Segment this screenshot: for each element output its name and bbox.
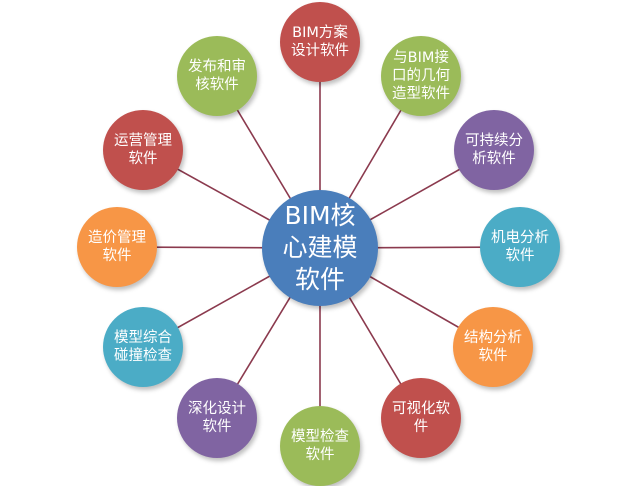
node-bim-scheme-design: BIM方案设计软件: [280, 2, 360, 82]
center-node: BIM核心建模软件: [262, 190, 378, 306]
node-label: 机电分析软件: [491, 229, 549, 264]
node-label: 运营管理软件: [114, 132, 172, 167]
node-label: 可视化软件: [392, 400, 450, 435]
center-node-label: BIM核心建模软件: [282, 201, 358, 294]
node-mep-analysis: 机电分析软件: [480, 207, 560, 287]
node-detailed-design: 深化设计软件: [177, 378, 257, 458]
node-sustainability-analysis: 可持续分析软件: [454, 110, 534, 190]
bim-software-diagram: BIM核心建模软件 BIM方案设计软件 与BIM接口的几何造型软件 可持续分析软…: [77, 2, 560, 486]
node-label: BIM方案设计软件: [291, 24, 349, 59]
node-publish-review: 发布和审核软件: [177, 36, 257, 116]
node-visualization: 可视化软件: [381, 378, 461, 458]
node-geometry-modeling-interface: 与BIM接口的几何造型软件: [381, 36, 461, 116]
node-label: 模型综合碰撞检查: [114, 329, 172, 364]
node-label: 造价管理软件: [88, 229, 146, 264]
node-model-checking: 模型检查软件: [280, 406, 360, 486]
node-label: 与BIM接口的几何造型软件: [392, 49, 450, 103]
node-label: 深化设计软件: [188, 400, 246, 435]
node-label: 发布和审核软件: [188, 58, 246, 93]
node-label: 可持续分析软件: [465, 132, 523, 167]
node-structural-analysis: 结构分析软件: [453, 307, 533, 387]
node-label: 结构分析软件: [464, 329, 522, 364]
node-cost-management: 造价管理软件: [77, 207, 157, 287]
node-label: 模型检查软件: [291, 428, 349, 463]
node-clash-detection: 模型综合碰撞检查: [103, 307, 183, 387]
node-operations-management: 运营管理软件: [103, 110, 183, 190]
